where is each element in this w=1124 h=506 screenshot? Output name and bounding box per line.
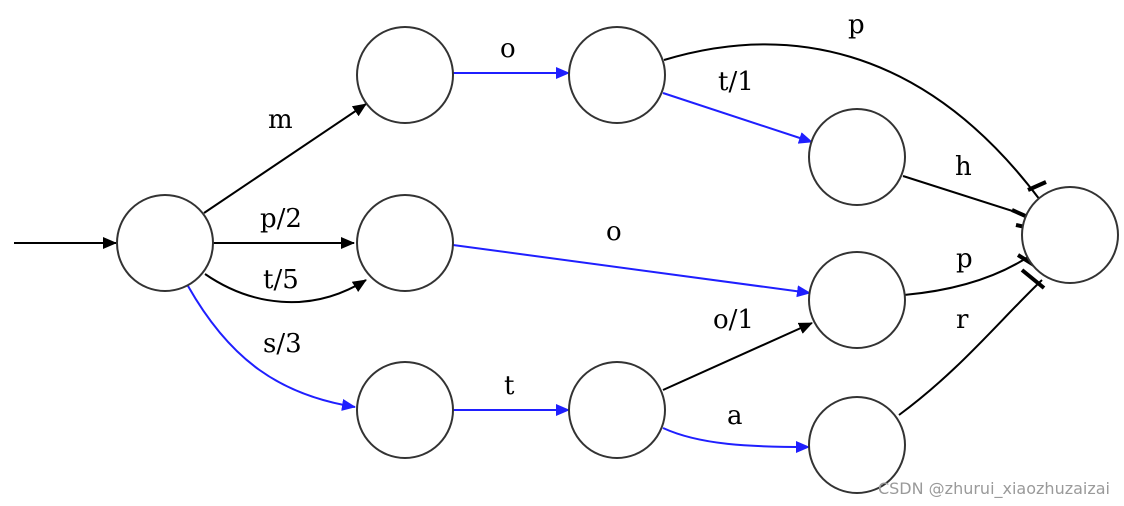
label-p2: p/2 xyxy=(260,204,302,234)
state-final[interactable] xyxy=(1021,186,1119,284)
edge-p-top xyxy=(663,43,1041,201)
label-t-bot: t xyxy=(504,371,515,401)
label-a: a xyxy=(727,401,743,431)
states xyxy=(116,26,1119,494)
edge-h xyxy=(902,175,1026,216)
state-8[interactable] xyxy=(808,396,906,494)
label-r: r xyxy=(956,305,969,335)
state-0[interactable] xyxy=(116,194,214,292)
label-p-top: p xyxy=(848,10,865,40)
label-p-right: p xyxy=(956,244,973,274)
edge-r xyxy=(898,279,1043,416)
label-t5: t/5 xyxy=(263,265,299,295)
state-3[interactable] xyxy=(356,361,454,459)
edge-t1 xyxy=(662,92,813,144)
edge-o-mid xyxy=(452,244,811,298)
state-4[interactable] xyxy=(568,26,666,124)
edge-a xyxy=(662,427,810,453)
edge-o1 xyxy=(662,322,813,391)
state-7[interactable] xyxy=(808,251,906,349)
label-s3: s/3 xyxy=(263,329,302,359)
label-o-mid: o xyxy=(606,217,622,247)
watermark: CSDN @zhurui_xiaozhuzaizai xyxy=(877,479,1110,498)
edge-m xyxy=(203,103,367,214)
label-o-top: o xyxy=(500,34,516,64)
state-5[interactable] xyxy=(568,361,666,459)
state-1[interactable] xyxy=(356,26,454,124)
label-m: m xyxy=(268,105,293,135)
state-2[interactable] xyxy=(356,194,454,292)
label-t1: t/1 xyxy=(718,67,754,97)
label-h: h xyxy=(955,152,972,182)
label-o1: o/1 xyxy=(713,305,754,335)
edge-s3 xyxy=(187,285,356,411)
edge-t5 xyxy=(204,273,367,304)
state-6[interactable] xyxy=(808,108,906,206)
edge-p-right xyxy=(903,256,1029,296)
